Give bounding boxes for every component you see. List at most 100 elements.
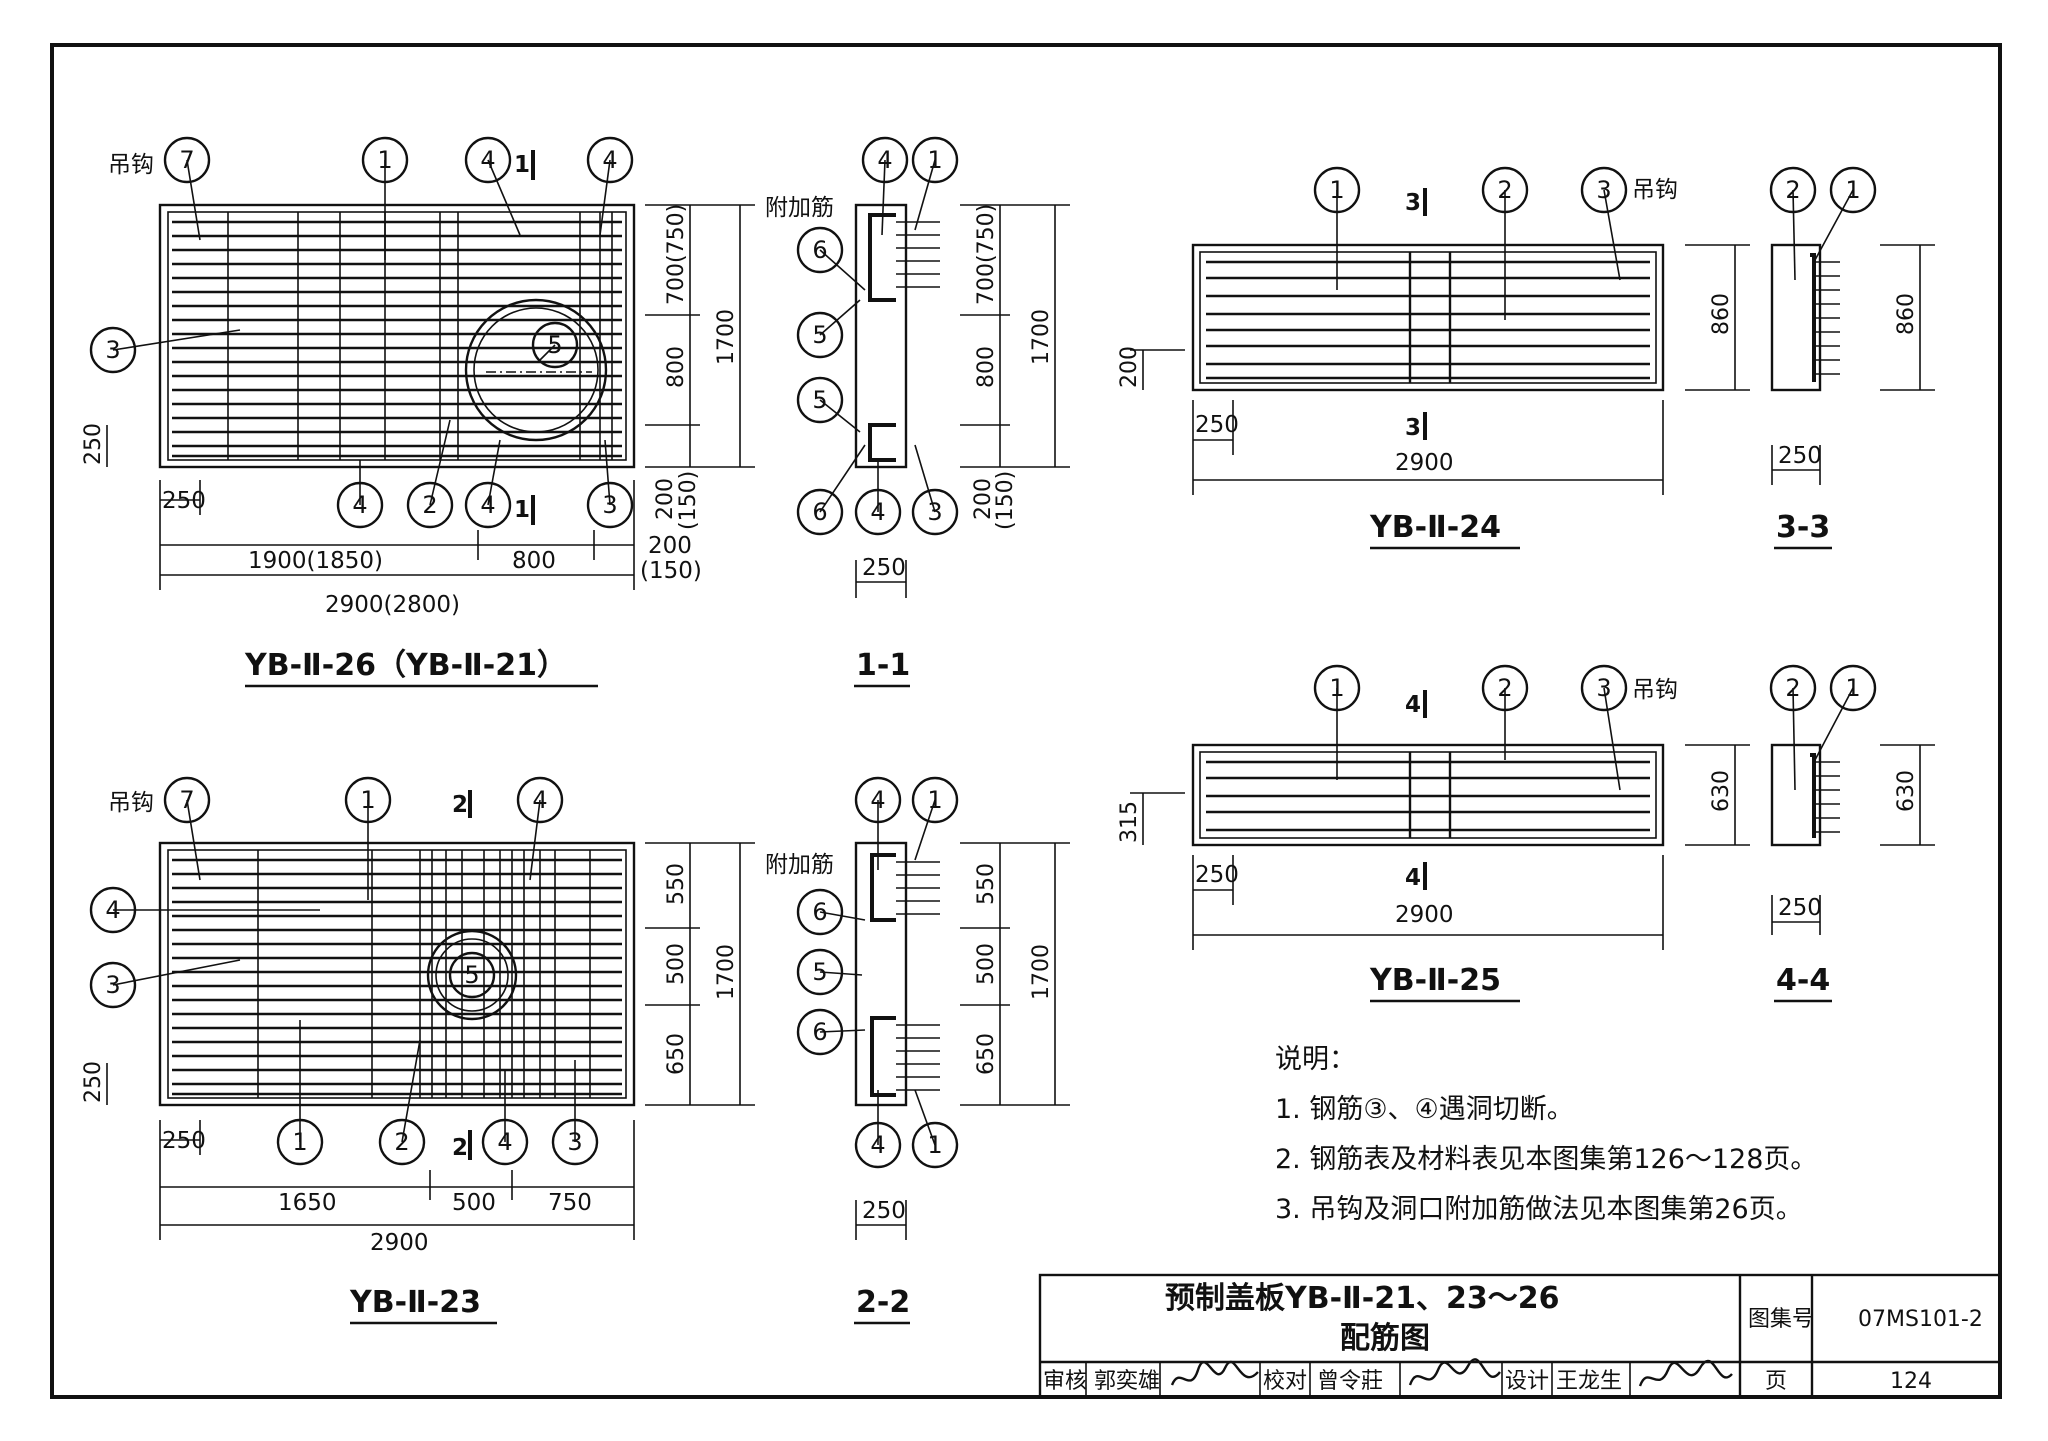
dim-total-h: 1700 [714, 944, 739, 1000]
callout-number: 2 [1497, 674, 1512, 702]
dim-edge-v: 250 [81, 423, 106, 465]
callout-number: 4 [602, 146, 617, 174]
callout-circle [378, 1118, 426, 1166]
slab-inner-outline [1199, 251, 1657, 384]
callout-number: 1 [1845, 674, 1860, 702]
callout-circle [1580, 166, 1628, 214]
slab-outline [158, 203, 636, 469]
callout-number: 2 [1497, 176, 1512, 204]
dim-left: 1900(1850) [248, 548, 383, 574]
callout-number: 4 [105, 896, 120, 924]
opening-circle-inner [435, 938, 509, 1012]
callout-number: 3 [105, 971, 120, 999]
plan-title: YB-Ⅱ-25 [1369, 963, 1501, 998]
bottom-bar-detail [870, 1016, 896, 1097]
callout-number: 5 [547, 331, 562, 359]
callout-number: 2 [1785, 674, 1800, 702]
dim-total-h: 1700 [714, 309, 739, 365]
leader-line [914, 799, 936, 861]
leader-line [529, 799, 541, 881]
dim-bottom: 650 [974, 1033, 999, 1075]
callout-circle [344, 776, 392, 824]
leader-line [1814, 189, 1854, 261]
plan-title: YB-Ⅱ-24 [1369, 510, 1501, 545]
leader-line [914, 159, 936, 231]
callout-number: 3 [105, 336, 120, 364]
signature-row [1085, 1362, 1631, 1397]
callout-circle [336, 481, 384, 529]
callout-circle [796, 948, 844, 996]
bar-ticks [1814, 261, 1840, 375]
designer-name: 王龙生 [1556, 1369, 1622, 1394]
dim-bottom: 200 [653, 478, 678, 520]
leader-line [599, 159, 611, 236]
note-item: 2. 钢筋表及材料表见本图集第126～128页。 [1275, 1144, 1817, 1175]
hook-label: 吊钩 [108, 152, 154, 178]
dim-total-w: 2900 [370, 1230, 429, 1256]
title-block-frame [1038, 1273, 2002, 1399]
dim-edge-v: 315 [1117, 801, 1142, 843]
dim-total-w: 2900(2800) [325, 592, 460, 618]
dim-h: 860 [1894, 293, 1919, 335]
opening-circle [426, 929, 518, 1021]
transverse-bars [227, 212, 613, 460]
leader-line [429, 419, 451, 506]
longitudinal-bars [1206, 260, 1650, 380]
dim-bottom: 200 [971, 478, 996, 520]
dim-top: 700(750) [664, 204, 689, 305]
callout-number: 1 [292, 1128, 307, 1156]
leader-line [1603, 189, 1621, 281]
leader-line [819, 249, 866, 291]
dim-edge-v: 250 [81, 1061, 106, 1103]
callout-circle [796, 226, 844, 274]
callout-circle [464, 136, 512, 184]
title-block: 预制盖板YB-Ⅱ-21、23～26 配筋图 图集号 07MS101-2 页 12… [1038, 1273, 2002, 1399]
dim-total-w: 2900 [1395, 450, 1454, 476]
dim-top: 700(750) [974, 204, 999, 305]
transverse-bars [1408, 252, 1452, 383]
dim-bottom-alt: (150) [676, 471, 701, 530]
opening-circle [464, 298, 608, 442]
leader-line [604, 439, 611, 506]
callout-number: 3 [1596, 176, 1611, 204]
section-mark-top: 1 [514, 152, 530, 178]
callout-number: 1 [1845, 176, 1860, 204]
callout-circle [854, 488, 902, 536]
section-outline [854, 203, 908, 469]
design-label: 设计 [1505, 1369, 1549, 1394]
callout-circle [551, 1118, 599, 1166]
section-outline [1770, 743, 1822, 847]
callout-circle [406, 481, 454, 529]
callout-number: 5 [812, 321, 827, 349]
dim-edge: 250 [162, 488, 206, 514]
callout-number: 5 [812, 386, 827, 414]
dim-right-alt: (150) [640, 558, 702, 584]
section-title: 2-2 [856, 1285, 910, 1320]
plan-yb23: 吊钩 2 2 250 1650 500 750 2900 250 550 500… [81, 790, 755, 1325]
callout-circle [586, 136, 634, 184]
callout-number: 3 [567, 1128, 582, 1156]
dim-bottom: 650 [664, 1033, 689, 1075]
callout-number: 4 [870, 1131, 885, 1159]
leader-line [539, 344, 556, 361]
bar-detail [1810, 253, 1816, 382]
dim-mid: 500 [452, 1190, 496, 1216]
callout-number: 4 [870, 498, 885, 526]
dim-h: 630 [1894, 770, 1919, 812]
callout-number: 1 [927, 1131, 942, 1159]
note-item: 3. 吊钩及洞口附加筋做法见本图集第26页。 [1275, 1194, 1803, 1225]
callout-number: 4 [480, 146, 495, 174]
section-2-2: 附加筋 250 550 500 650 1700 2-2 [765, 841, 1070, 1325]
callout-number: 1 [377, 146, 392, 174]
dim-middle: 500 [664, 943, 689, 985]
dim-edge: 250 [1195, 412, 1239, 438]
plan-title: YB-Ⅱ-26（YB-Ⅱ-21） [244, 648, 567, 683]
notes: 说明： 1. 钢筋③、④遇洞切断。 2. 钢筋表及材料表见本图集第126～128… [1275, 1044, 1817, 1225]
section-mark-bottom: 3 [1405, 415, 1421, 441]
dim-h: 860 [1709, 293, 1734, 335]
callout-circle [854, 776, 902, 824]
dim-total-w: 2900 [1395, 902, 1454, 928]
dim-edge: 250 [1195, 862, 1239, 888]
callout-circle [361, 136, 409, 184]
